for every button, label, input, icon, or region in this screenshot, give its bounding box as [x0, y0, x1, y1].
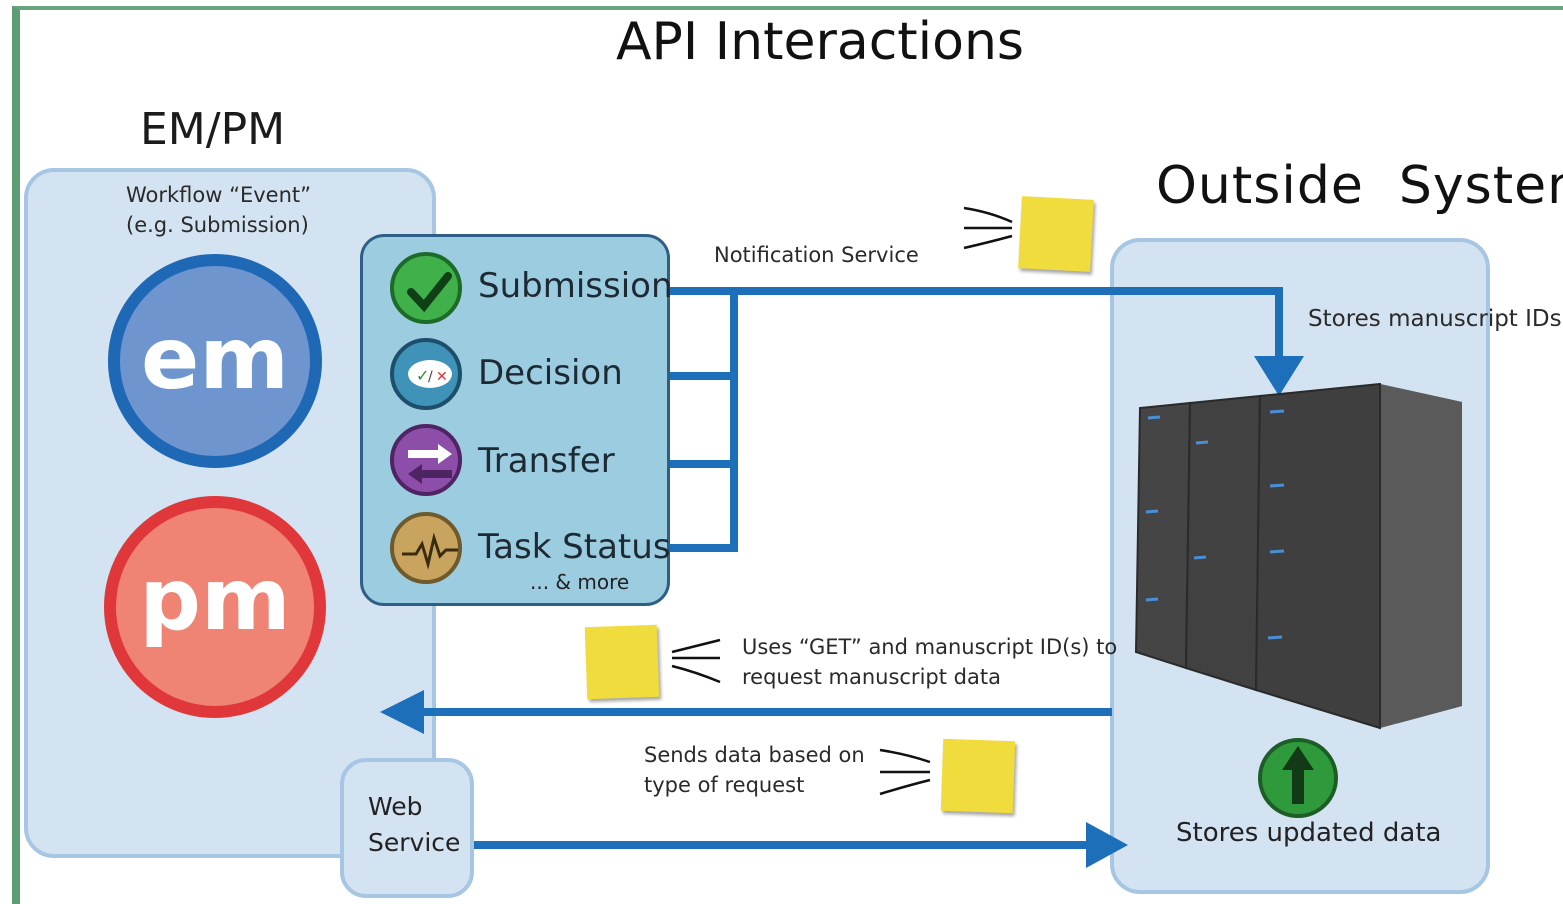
- event-submission-label: Submission: [478, 266, 673, 306]
- checkmark-icon: [390, 252, 462, 324]
- pm-logo-text: pm: [139, 550, 291, 650]
- sends-data-label-line2: type of request: [644, 773, 805, 797]
- upload-arrow-icon: [1258, 738, 1338, 818]
- get-request-arrowhead: [380, 690, 424, 734]
- event-transfer-label: Transfer: [478, 441, 615, 481]
- pulse-icon: [390, 512, 462, 584]
- sends-data-label-line1: Sends data based on: [644, 743, 865, 767]
- stores-ids-label: Stores manuscript IDs: [1308, 306, 1562, 332]
- server-icon: [1134, 382, 1462, 730]
- svg-text:✕: ✕: [436, 369, 448, 385]
- response-note-icon: [940, 738, 1016, 814]
- web-service-box: [340, 758, 474, 898]
- decision-cloud-icon: ✓ / ✕: [390, 338, 462, 410]
- workflow-event-example: (e.g. Submission): [126, 213, 309, 237]
- get-request-label-line2: request manuscript data: [742, 665, 1001, 689]
- event-task-status-label: Task Status: [478, 527, 671, 567]
- event-decision-label: Decision: [478, 353, 623, 393]
- notification-bus: [418, 287, 1283, 849]
- notification-note-icon: [1018, 196, 1094, 272]
- more-events-label: ... & more: [530, 570, 630, 594]
- em-logo-text: em: [141, 309, 289, 409]
- motion-lines: [671, 206, 1013, 796]
- svg-text:/: /: [428, 369, 433, 385]
- transfer-arrows-icon: [390, 424, 462, 496]
- request-note-icon: [584, 624, 660, 700]
- web-service-label-line1: Web: [368, 792, 423, 821]
- svg-text:✓: ✓: [416, 366, 429, 385]
- get-request-label-line1: Uses “GET” and manuscript ID(s) to: [742, 635, 1118, 659]
- workflow-event-label: Workflow “Event”: [126, 183, 312, 207]
- stores-updated-label: Stores updated data: [1176, 818, 1442, 848]
- diagram-title: API Interactions: [615, 12, 1024, 72]
- notification-service-label: Notification Service: [714, 243, 919, 267]
- outside-system-heading: Outside System: [1156, 156, 1563, 216]
- notification-arrowhead: [1254, 356, 1304, 396]
- send-data-arrowhead: [1086, 822, 1128, 868]
- web-service-label-line2: Service: [368, 828, 461, 857]
- em-pm-heading: EM/PM: [140, 104, 286, 155]
